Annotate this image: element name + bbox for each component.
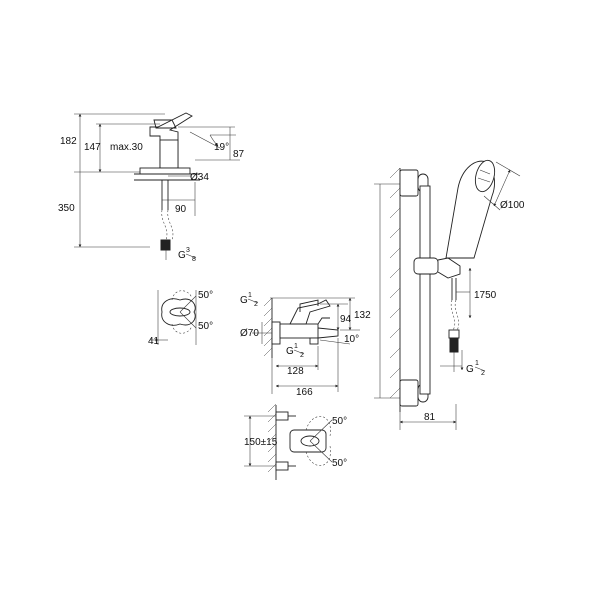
dim-150-15: 150±15 bbox=[244, 437, 278, 448]
dim-d34: Ø34 bbox=[190, 172, 209, 183]
thread-g-shower: G bbox=[466, 364, 474, 375]
dim-1750: 1750 bbox=[474, 290, 497, 301]
dim-147: 147 bbox=[84, 142, 101, 153]
bath-mixer-side-view: G 1 2 132 94 Ø70 G 1 2 10° 128 166 bbox=[240, 292, 371, 398]
dim-50a-bath: 50° bbox=[332, 416, 347, 427]
dim-132: 132 bbox=[354, 310, 371, 321]
dim-max30: max.30 bbox=[110, 142, 143, 153]
dim-50b-bath: 50° bbox=[332, 458, 347, 469]
dim-50a: 50° bbox=[198, 290, 213, 301]
dim-10deg: 10° bbox=[344, 334, 359, 345]
thread-denominator: 8 bbox=[192, 256, 196, 263]
thread-top-num: 1 bbox=[248, 292, 252, 299]
thread-top-den: 2 bbox=[254, 301, 258, 308]
dim-41: 41 bbox=[148, 336, 160, 347]
dim-d100: Ø100 bbox=[500, 200, 525, 211]
dim-90: 90 bbox=[175, 204, 187, 215]
thread-bottom-den: 2 bbox=[300, 352, 304, 359]
thread-shower-den: 2 bbox=[481, 370, 485, 377]
dim-128: 128 bbox=[287, 366, 304, 377]
thread-g-top: G bbox=[240, 295, 248, 306]
basin-mixer-top-view: 50° 50° 41 bbox=[148, 290, 213, 347]
dim-50b: 50° bbox=[198, 321, 213, 332]
dim-d70: Ø70 bbox=[240, 328, 259, 339]
dim-94: 94 bbox=[340, 314, 352, 325]
dim-81: 81 bbox=[424, 412, 436, 423]
thread-shower-num: 1 bbox=[475, 360, 479, 367]
shower-set: Ø100 1750 G 1 2 81 bbox=[374, 159, 525, 430]
dim-182: 182 bbox=[60, 136, 77, 147]
dim-350: 350 bbox=[58, 203, 75, 214]
dim-87: 87 bbox=[233, 149, 245, 160]
thread-bottom-num: 1 bbox=[294, 343, 298, 350]
bath-mixer-top-view: 50° 150±15 50° bbox=[244, 403, 347, 480]
dim-166: 166 bbox=[296, 387, 313, 398]
thread-numerator: 3 bbox=[186, 247, 190, 254]
dim-19deg: 19° bbox=[214, 142, 229, 153]
thread-g-label: G bbox=[178, 250, 186, 261]
thread-g-bottom: G bbox=[286, 346, 294, 357]
basin-mixer-side-view: 182 147 max.30 19° 87 Ø34 350 90 G 3 8 bbox=[58, 112, 245, 263]
